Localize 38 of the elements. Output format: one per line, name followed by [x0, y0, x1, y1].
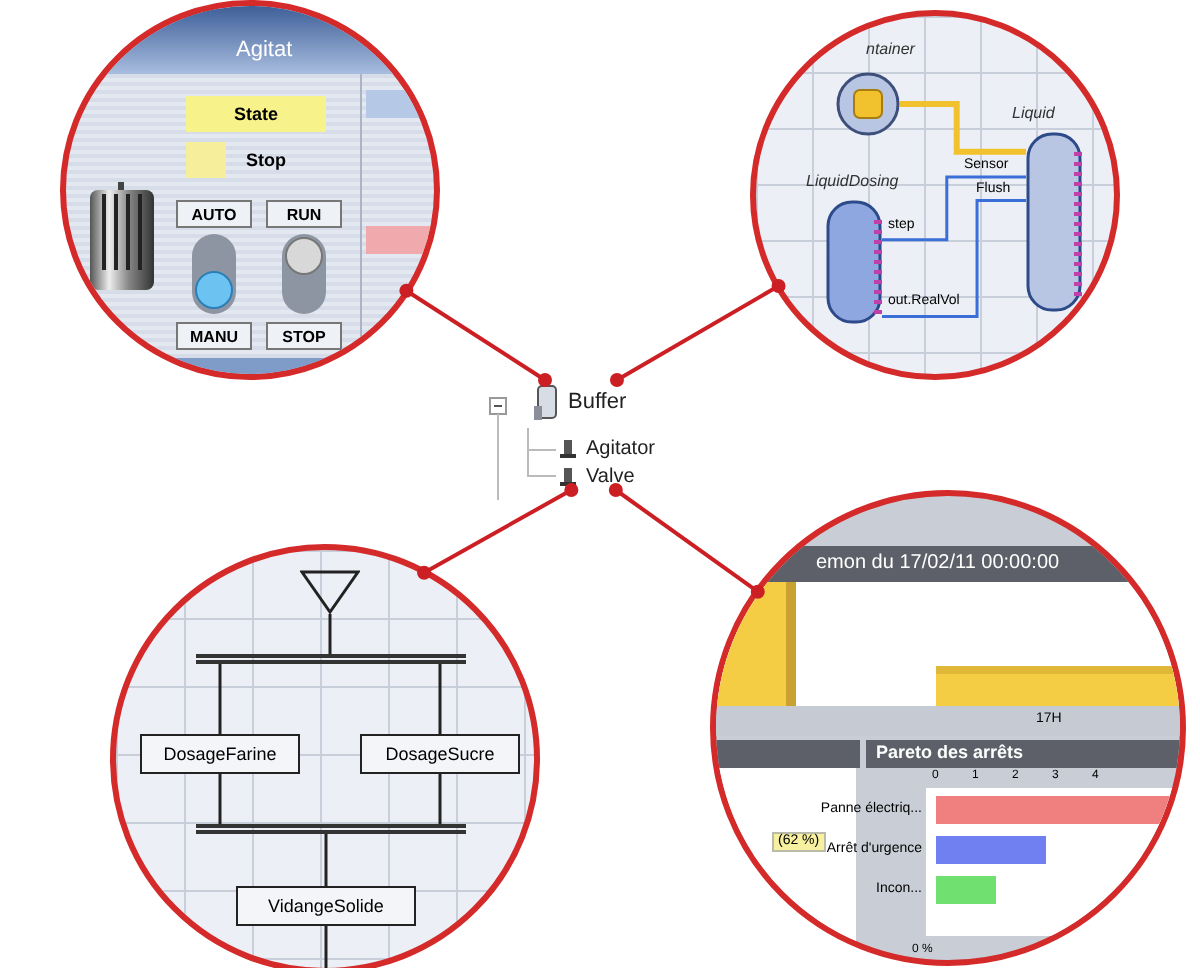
connector-line	[608, 483, 765, 599]
push-button: RUN	[266, 200, 342, 228]
panel-title: Pareto des arrêts	[876, 742, 1024, 763]
status-display: State	[186, 96, 326, 132]
flow-line	[882, 175, 1026, 242]
flow-line	[328, 614, 332, 654]
tree-item-label: Valve	[586, 465, 635, 487]
flow-line	[218, 774, 222, 824]
vessel-drawing	[1026, 132, 1082, 312]
flow-line	[438, 664, 442, 734]
tree-item-label: Agitator	[586, 437, 655, 459]
vessel-caption: Liquid	[1012, 104, 1055, 122]
sync-bar	[196, 654, 466, 664]
connector-line	[399, 283, 552, 387]
push-button: MANU	[176, 322, 252, 350]
flow-line	[882, 198, 1026, 319]
vessel-drawing	[826, 200, 882, 324]
connector-line	[610, 279, 786, 387]
step-box: DosageSucre	[360, 734, 520, 774]
container-icon	[836, 72, 900, 136]
chart-title: emon du 17/02/11 00:00:00	[816, 552, 1060, 575]
push-button: AUTO	[176, 200, 252, 228]
flow-line	[218, 664, 222, 734]
triangle-symbol	[300, 570, 360, 614]
flow-line	[324, 926, 328, 968]
vessel-caption: ntainer	[866, 40, 915, 58]
push-button: STOP	[266, 322, 342, 350]
step-box: VidangeSolide	[236, 886, 416, 926]
flow-line	[438, 774, 442, 824]
status-text: Stop	[246, 150, 286, 171]
step-box: DosageFarine	[140, 734, 300, 774]
flow-line	[900, 101, 1026, 155]
sync-bar	[196, 824, 466, 834]
flow-line	[324, 834, 328, 886]
window-title: Agitat	[236, 38, 293, 64]
vessel-caption: LiquidDosing	[806, 172, 899, 190]
tree-item-label: Buffer	[568, 390, 627, 414]
connector-line	[417, 483, 579, 580]
